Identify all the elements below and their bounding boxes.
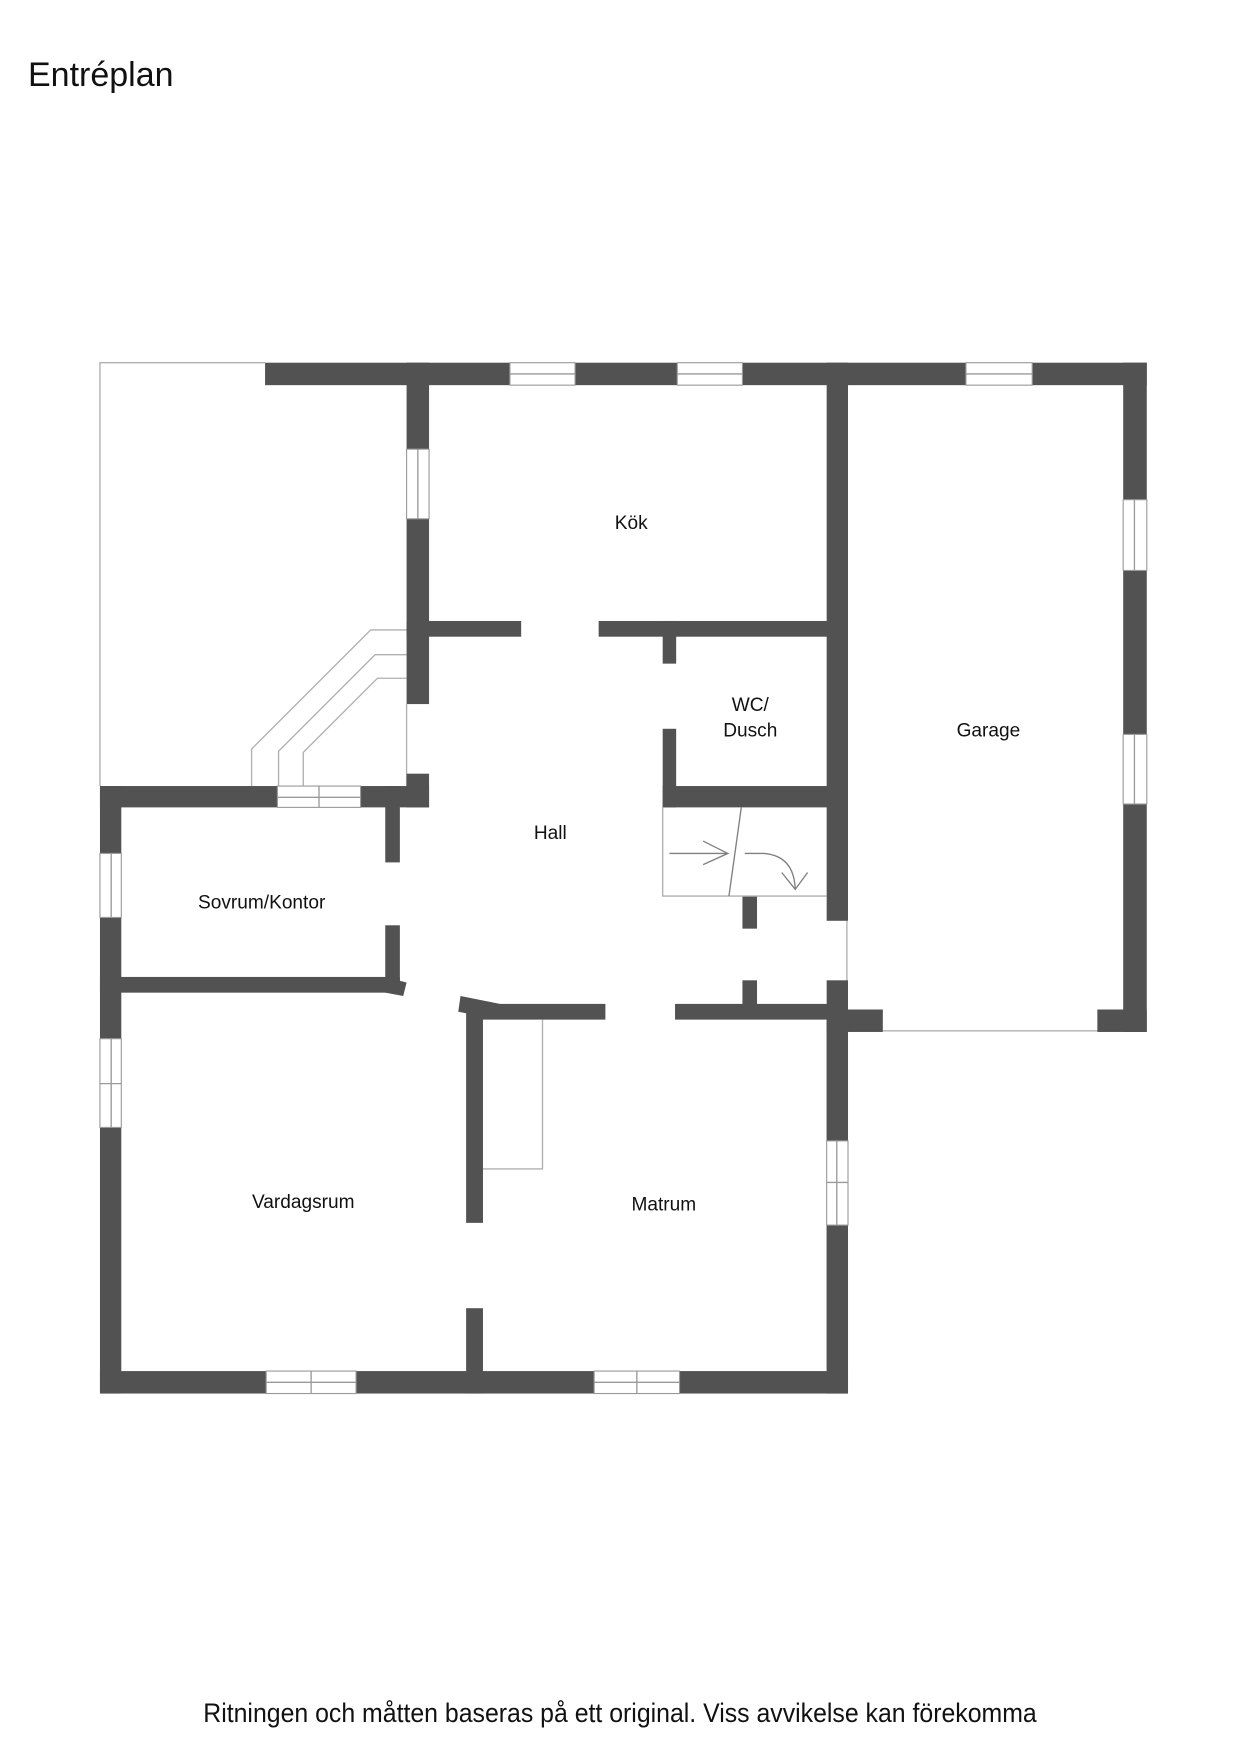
room-label-wc-line2: Dusch (723, 721, 777, 742)
disclaimer-note: Ritningen och måtten baseras på ett orig… (203, 1698, 1037, 1728)
walls (99, 362, 1147, 1394)
stairs (250, 629, 407, 787)
room-label-vardagsrum: Vardagsrum (252, 1192, 355, 1213)
room-label-matrum: Matrum (631, 1195, 696, 1216)
arrow-curve-down-icon (744, 852, 809, 891)
windows (99, 362, 1148, 1395)
arrow-right-icon (669, 840, 730, 866)
room-label-garage: Garage (957, 721, 1021, 742)
room-label-wc-line1: WC/ (732, 695, 770, 716)
entry-stairs (662, 807, 827, 897)
room-label-sovrum: Sovrum/Kontor (198, 892, 326, 913)
room-label-hall: Hall (534, 823, 567, 844)
room-label-kok: Kök (615, 513, 648, 534)
terrace-outline (99, 362, 1098, 1170)
page-title: Entréplan (28, 56, 174, 94)
stair-divider (728, 807, 742, 897)
room-labels: Kök WC/ Dusch Garage Hall Sovrum/Kontor … (198, 513, 1020, 1216)
